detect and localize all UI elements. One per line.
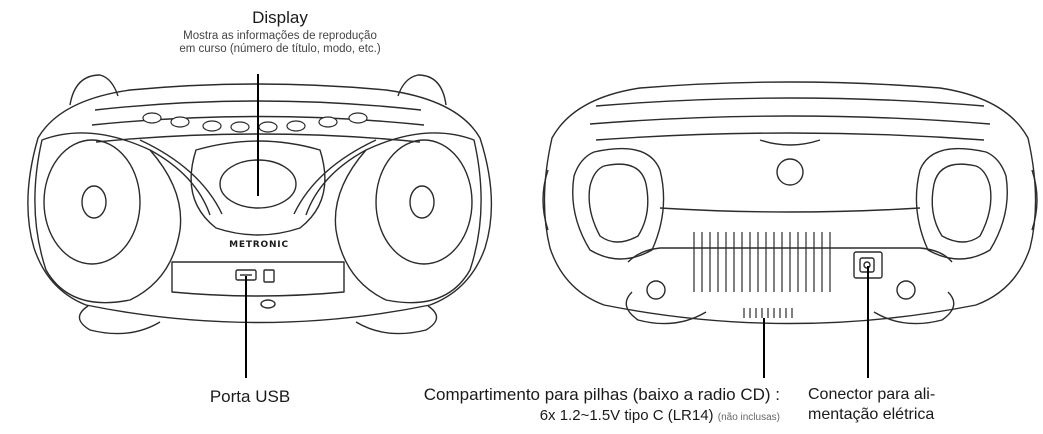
- usb-panel: [171, 261, 345, 297]
- center-panel: [190, 140, 326, 236]
- sd-card-icon: [263, 269, 275, 283]
- control-button-1: [142, 112, 162, 124]
- power-connector-label: Conector para ali- mentação elétrica: [808, 385, 1008, 425]
- back-vent-grille: [693, 232, 831, 292]
- right-speaker-enclosure: [334, 132, 482, 304]
- right-speaker-center: [409, 185, 435, 219]
- back-seam: [659, 207, 921, 213]
- back-top-edge-1: [595, 97, 985, 107]
- front-button-row: [142, 112, 368, 133]
- display-description-line1: Mostra as informações de reprodução: [183, 30, 377, 42]
- back-foot-right: [873, 291, 955, 325]
- back-foot-left: [625, 291, 707, 325]
- front-foot-right: [355, 305, 438, 335]
- right-speaker-swoosh-2: [293, 139, 377, 215]
- left-speaker-swoosh-1: [149, 149, 211, 216]
- usb-port-label: Porta USB: [209, 387, 291, 406]
- control-button-3: [202, 120, 222, 132]
- back-top-edge-3: [595, 132, 985, 141]
- back-center-notch: [759, 139, 821, 146]
- front-body-outline: [27, 83, 493, 324]
- control-button-5: [258, 121, 278, 133]
- left-speaker-center: [81, 185, 107, 219]
- brand-logo: METRONIC: [229, 240, 289, 250]
- right-speaker-cone: [375, 139, 473, 265]
- back-foot-round-right: [896, 280, 916, 300]
- front-foot-left: [78, 305, 161, 335]
- back-handle-left-outer: [572, 147, 665, 260]
- battery-spec: 6x 1.2~1.5V tipo C (LR14): [539, 407, 714, 424]
- control-button-2: [170, 116, 190, 128]
- control-button-4: [230, 121, 250, 133]
- back-left-edge-tab: [542, 169, 549, 231]
- control-button-7: [318, 116, 338, 128]
- battery-note: (não inclusas): [717, 412, 780, 423]
- back-body-outline: [543, 81, 1037, 325]
- battery-label-line1: Compartimento para pilhas (baixo a radio…: [423, 385, 780, 404]
- control-button-6: [286, 120, 306, 132]
- right-speaker-swoosh-1: [305, 149, 367, 216]
- power-label-line2: mentação elétrica: [808, 406, 935, 423]
- left-speaker-cone: [43, 139, 141, 265]
- left-speaker-enclosure: [34, 132, 182, 304]
- power-label-line1: Conector para ali-: [808, 386, 936, 403]
- display-label-description: Mostra as informações de reprodução em c…: [120, 30, 440, 56]
- front-bottom-hole: [260, 299, 276, 309]
- back-foot-round-left: [646, 280, 666, 300]
- front-handle-left: [69, 74, 119, 106]
- back-center-knob: [776, 158, 804, 186]
- back-top-edge-2: [589, 115, 991, 125]
- battery-label-line2: 6x 1.2~1.5V tipo C (LR14) (não inclusas): [360, 407, 780, 424]
- callout-lines: [245, 74, 869, 378]
- front-handle-right: [397, 74, 447, 106]
- control-button-8: [348, 112, 368, 124]
- back-handle-right-outer: [915, 147, 1008, 260]
- back-handle-left-inner: [588, 163, 649, 243]
- back-handle-right-inner: [931, 163, 992, 243]
- left-speaker-swoosh-2: [139, 139, 223, 215]
- battery-compartment-marks: [743, 308, 793, 318]
- back-right-edge-tab: [1031, 169, 1038, 231]
- display-label-title: Display: [252, 8, 308, 27]
- display-description-line2: em curso (número de título, modo, etc.): [179, 43, 381, 56]
- front-view: [27, 74, 493, 335]
